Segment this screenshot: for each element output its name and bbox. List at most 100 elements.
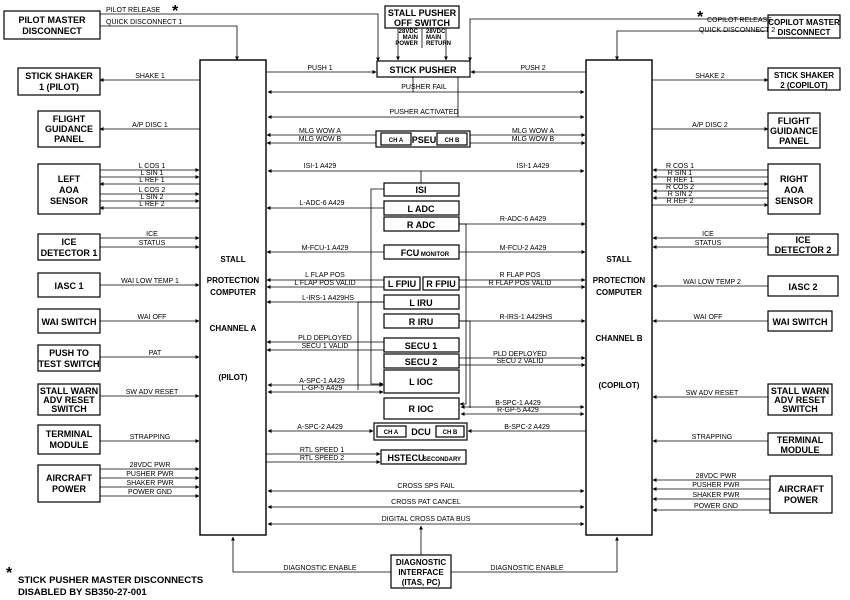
stick-shaker-1-line2: 1 (PILOT) [39,82,79,92]
label-isi-1-left: ISI-1 A429 [304,163,337,170]
stall-warn-left-line2: ADV RESET [43,395,95,405]
label-cross-pat-cancel: CROSS PAT CANCEL [391,499,461,506]
label-r-sin-1: R SIN 1 [668,170,693,177]
label-m-fcu-1: M-FCU-1 A429 [302,245,349,252]
computer-a-line5: (PILOT) [219,373,248,382]
l-ioc-box: L IOC [383,369,460,394]
stick-shaker-2-box: STICK SHAKER 2 (COPILOT) [767,67,841,91]
copilot-master-line2: DISCONNECT [778,28,831,37]
pseu-box: CH A CH B PSEU [375,130,471,148]
label-pusher-pwr-left: PUSHER PWR [126,471,173,478]
stall-warn-right-line1: STALL WARN [771,386,829,396]
l-adc-box: L ADC [383,200,460,216]
label-ap-disc-1: A/P DISC 1 [132,122,168,129]
copilot-release-asterisk: * [697,9,704,26]
terminal-left-line2: MODULE [50,440,89,450]
stall-warn-right-line2: ADV RESET [774,395,826,405]
push-to-test-switch-box: PUSH TO TEST SWITCH [37,344,101,372]
label-sw-adv-reset-left: SW ADV RESET [126,389,179,396]
label-wai-off-left: WAI OFF [138,314,167,321]
dc-main-power-l2: MAIN [403,35,418,41]
dc-main-power-l3: POWER [395,41,418,47]
stick-shaker-1-line1: STICK SHAKER [25,71,93,81]
stall-warn-reset-right-box: STALL WARN ADV RESET SWITCH [767,383,833,416]
stall-warn-left-line3: SWITCH [51,404,87,414]
terminal-right-line1: TERMINAL [777,435,824,445]
dcu-box: CH A CH B DCU [373,422,468,441]
right-aoa-line2: AOA [784,185,805,195]
stick-pusher-box: STICK PUSHER [376,60,471,78]
iasc-1-label: IASC 1 [54,281,83,291]
aircraft-power-right-box: AIRCRAFT POWER [769,475,833,514]
label-mlg-wow-b-left: MLG WOW B [299,136,342,143]
dcu-ch-a: CH A [384,430,399,436]
l-iru-box: L IRU [383,294,460,310]
label-mlg-wow-a-right: MLG WOW A [512,128,554,135]
stall-pusher-off-switch-box: STALL PUSHER OFF SWITCH [384,5,460,29]
r-fpiu-label: R FPIU [426,279,456,289]
diag-line2: INTERFACE [398,568,444,577]
label-28vdc-pwr-right: 28VDC PWR [696,473,737,480]
flight-guidance-panel-left-box: FLIGHT GUIDANCE PANEL [37,110,101,148]
label-a-spc-1: A-SPC-1 A429 [299,378,345,385]
fgp-right-line1: FLIGHT [778,116,811,126]
label-pusher-fail: PUSHER FAIL [401,84,447,91]
footnote-line2: DISABLED BY SB350-27-001 [18,587,147,598]
pseu-label: PSEU [412,135,437,145]
dc-main-return-l1: 28VDC [426,29,446,35]
push-test-line2: TEST SWITCH [39,359,100,369]
r-fpiu-box: R FPIU [422,276,460,291]
label-push-1: PUSH 1 [307,65,332,72]
label-r-sin-2: R SIN 2 [668,191,693,198]
diag-line1: DIAGNOSTIC [396,558,446,567]
right-aoa-sensor-box: RIGHT AOA SENSOR [767,163,821,215]
left-aoa-line3: SENSOR [50,196,89,206]
label-ap-disc-2: A/P DISC 2 [692,122,728,129]
ice-1-line1: ICE [61,237,76,247]
label-power-gnd-right: POWER GND [694,503,738,510]
label-r-flap-pos: R FLAP POS [499,272,540,279]
label-r-cos-1: R COS 1 [666,163,694,170]
label-r-adc-6: R-ADC-6 A429 [500,216,546,223]
stick-shaker-2-line2: 2 (COPILOT) [780,81,828,90]
label-28vdc-pwr-left: 28VDC PWR [130,462,171,469]
l-fpiu-box: L FPIU [383,276,421,291]
right-aoa-line3: SENSOR [775,196,814,206]
dc-main-power-l1: 28VDC [399,29,419,35]
secu-2-label: SECU 2 [405,357,438,367]
label-a-spc-2: A-SPC-2 A429 [297,424,343,431]
pseu-ch-b: CH B [445,138,460,144]
computer-a-line3: COMPUTER [210,288,256,297]
label-ice-right: ICE [702,231,714,238]
label-ice-left: ICE [146,231,158,238]
label-l-sin-1: L SIN 1 [140,170,163,177]
label-wai-low-temp-2: WAI LOW TEMP 2 [683,279,741,286]
iasc-2-label: IASC 2 [788,282,817,292]
left-aoa-sensor-box: LEFT AOA SENSOR [37,163,101,215]
aircraft-power-right-line2: POWER [784,495,819,505]
label-push-2: PUSH 2 [520,65,545,72]
pilot-master-line2: DISCONNECT [22,26,82,36]
dcu-label: DCU [411,427,431,437]
label-l-adc-6: L-ADC-6 A429 [299,200,344,207]
label-shaker-pwr-left: SHAKER PWR [126,480,173,487]
iasc-2-box: IASC 2 [767,275,839,297]
fgp-right-line3: PANEL [779,136,809,146]
fcu-box: FCU MONITOR [383,244,460,260]
label-b-spc-2: B-SPC-2 A429 [504,424,550,431]
label-r-flap-pos-valid: R FLAP POS VALID [489,280,552,287]
label-diagnostic-enable-right: DIAGNOSTIC ENABLE [490,565,563,572]
wai-switch-right-box: WAI SWITCH [767,310,833,332]
computer-b-line1: STALL [606,255,631,264]
push-test-line1: PUSH TO [49,348,89,358]
left-aoa-line1: LEFT [58,174,81,184]
terminal-left-line1: TERMINAL [46,429,93,439]
pseu-ch-a: CH A [389,138,404,144]
label-r-gp-5: R-GP-5 A429 [497,407,539,414]
dc-main-return-l2: MAIN [426,35,441,41]
wai-switch-right-label: WAI SWITCH [773,317,828,327]
l-ioc-label: L IOC [409,377,433,387]
isi-label: ISI [415,185,426,195]
label-secu-1-valid: SECU 1 VALID [302,343,349,350]
footnote-line1: STICK PUSHER MASTER DISCONNECTS [18,575,203,586]
